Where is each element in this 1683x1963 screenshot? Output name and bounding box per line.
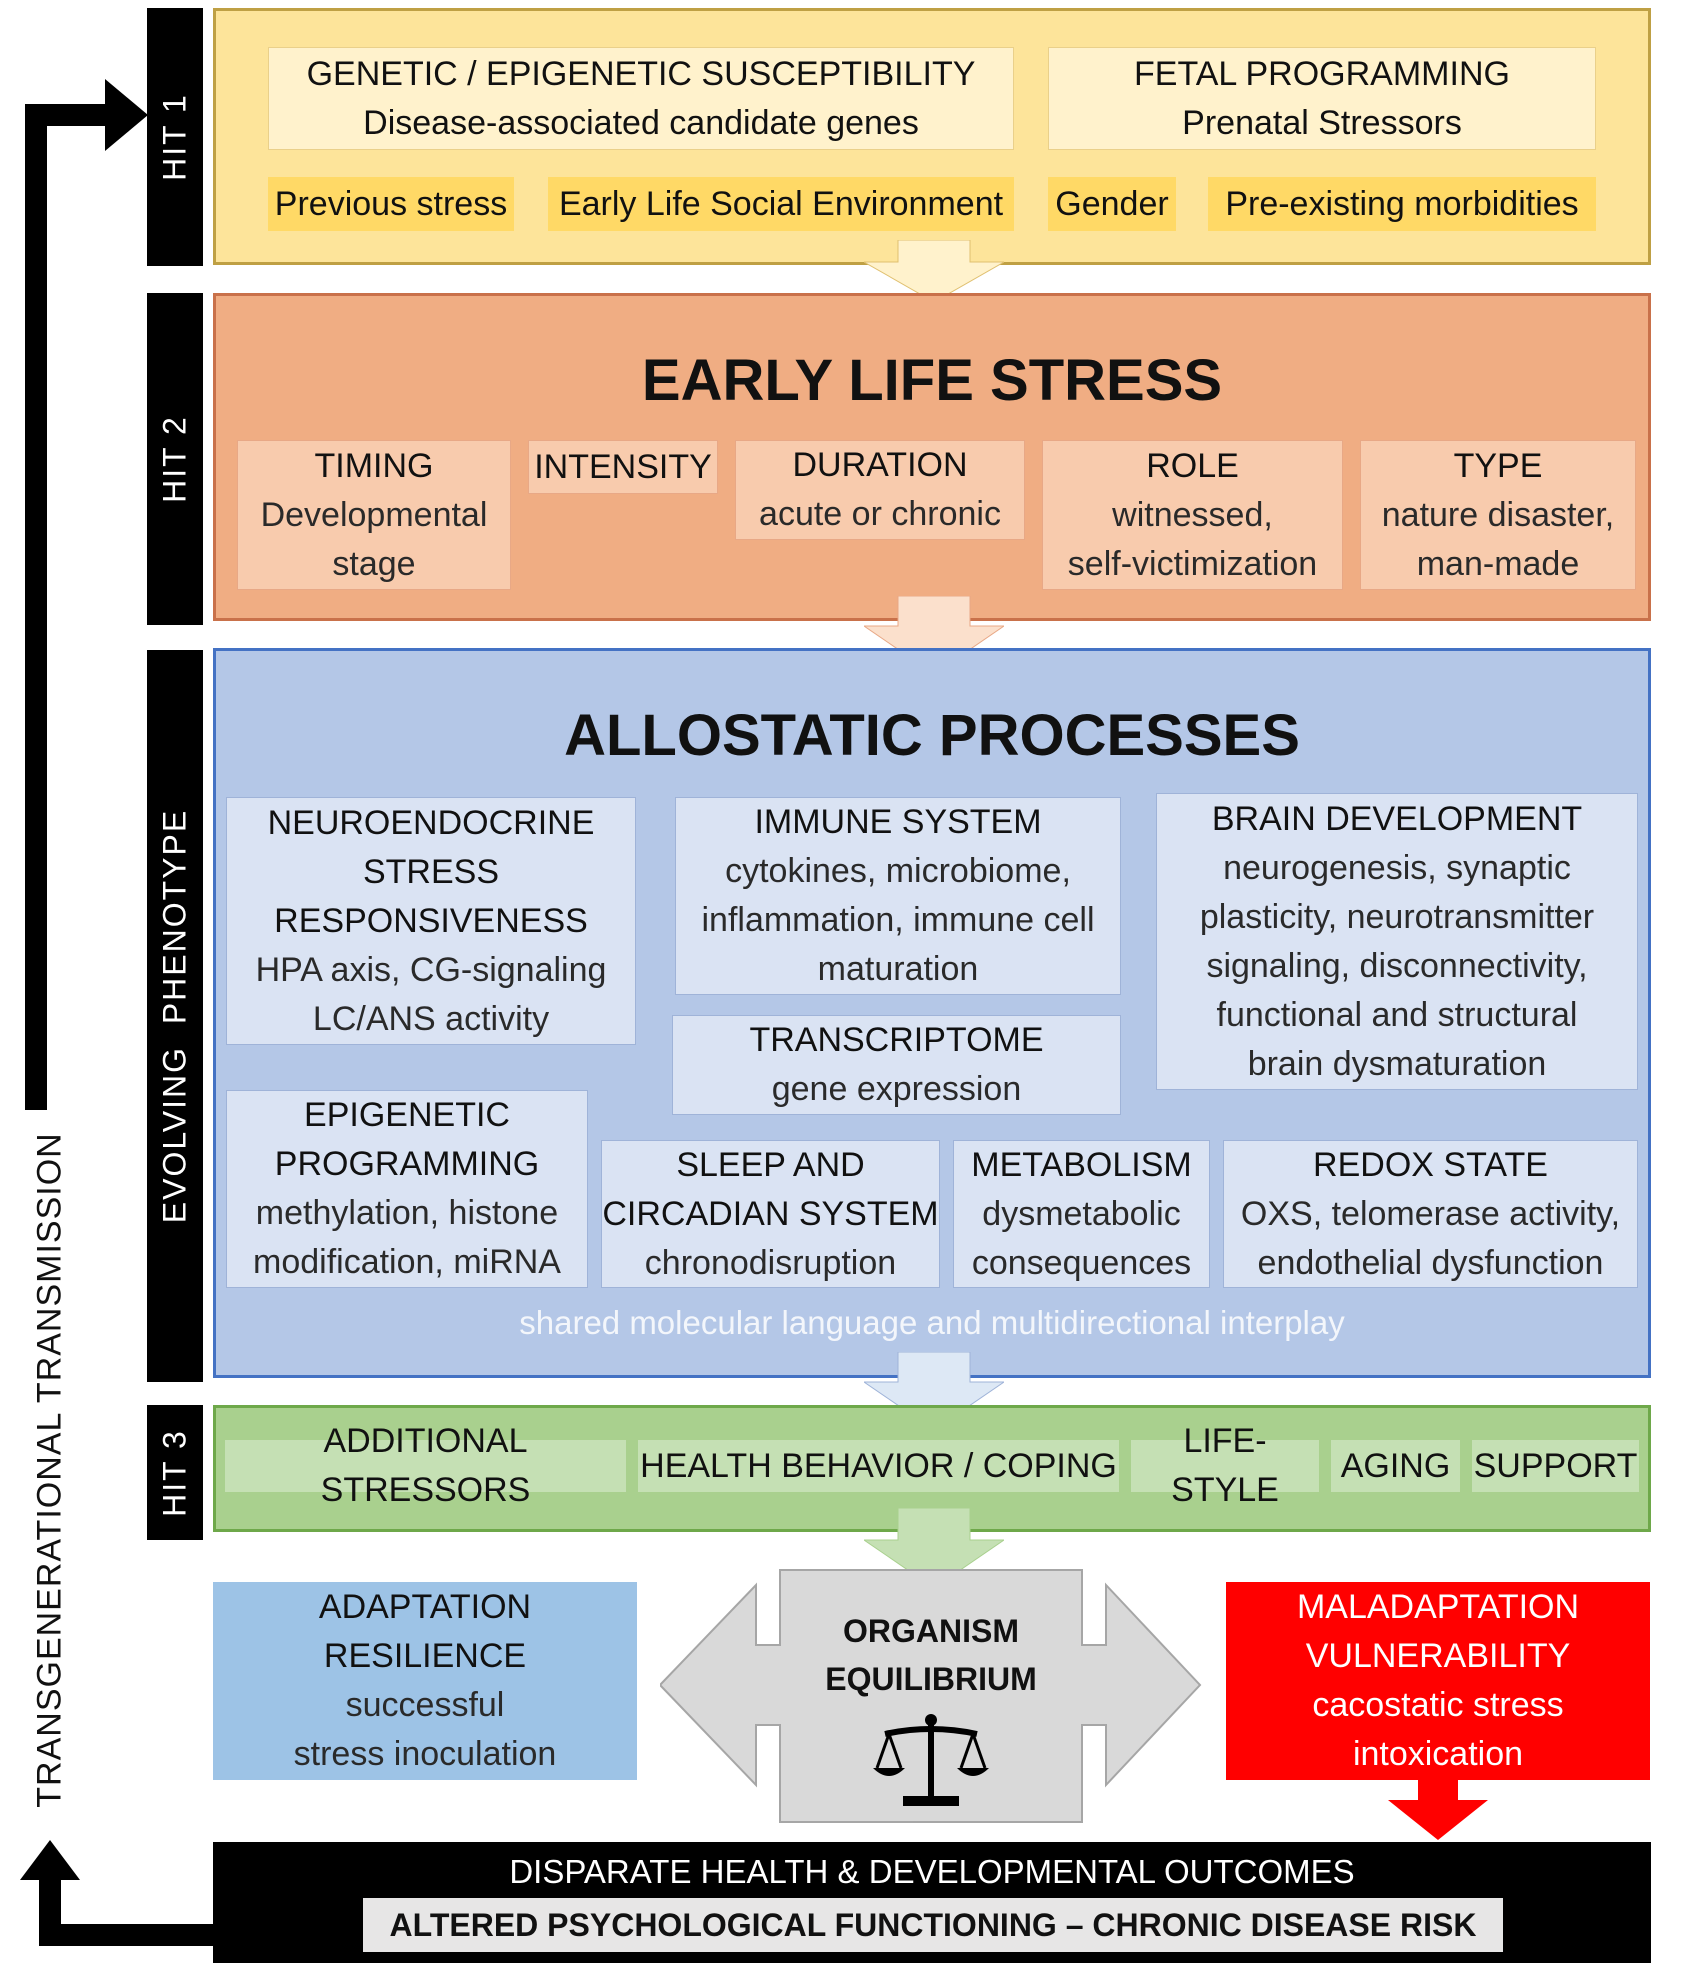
duration-box: DURATION acute or chronic: [735, 440, 1025, 540]
tag-early-life-social: Early Life Social Environment: [548, 177, 1014, 231]
maladaptation-box: MALADAPTATION VULNERABILITY cacostatic s…: [1226, 1582, 1650, 1780]
maladaptation-l3: cacostatic stress: [1312, 1686, 1564, 1724]
equilibrium-double-arrow: [660, 1569, 1202, 1823]
metabolism-l3: consequences: [971, 1243, 1192, 1282]
epigenetic-l3: methylation, histone: [255, 1194, 559, 1232]
redox-state-box: REDOX STATE OXS, telomerase activity, en…: [1223, 1140, 1638, 1288]
maladaptation-l2: VULNERABILITY: [1305, 1637, 1571, 1675]
metabolism-l1: METABOLISM: [971, 1145, 1192, 1184]
neuro-l1: NEUROENDOCRINE: [267, 803, 595, 842]
neuro-l5: LC/ANS activity: [312, 999, 550, 1038]
adaptation-l2: RESILIENCE: [323, 1637, 527, 1675]
hit1-bar: HIT 1: [147, 8, 203, 266]
balance-scale-icon: [873, 1714, 989, 1806]
epigenetic-l2: PROGRAMMING: [274, 1145, 540, 1183]
altered-functioning-box: ALTERED PSYCHOLOGICAL FUNCTIONING – CHRO…: [363, 1898, 1503, 1952]
immune-system-box: IMMUNE SYSTEM cytokines, microbiome, inf…: [675, 797, 1121, 995]
fetal-title: FETAL PROGRAMMING: [1134, 54, 1510, 93]
redox-l2: OXS, telomerase activity,: [1240, 1194, 1621, 1233]
role-title: ROLE: [1146, 446, 1239, 485]
timing-box: TIMING Developmental stage: [237, 440, 511, 590]
redox-l3: endothelial dysfunction: [1257, 1243, 1604, 1282]
allostatic-footer: shared molecular language and multidirec…: [519, 1303, 1345, 1341]
tag-additional-stressors: ADDITIONAL STRESSORS: [225, 1422, 626, 1509]
arrow-hit1-to-hit2: [864, 240, 1004, 303]
tag-support: SUPPORT: [1472, 1440, 1639, 1492]
tag-aging: AGING: [1331, 1440, 1460, 1492]
tag-health-behavior: HEALTH BEHAVIOR / COPING: [638, 1440, 1119, 1492]
role-box: ROLE witnessed, self-victimization: [1042, 440, 1343, 590]
hit2-bar: HIT 2: [147, 293, 203, 625]
intensity-title: INTENSITY: [534, 447, 712, 486]
sleep-circadian-box: SLEEP AND CIRCADIAN SYSTEM chronodisrupt…: [601, 1140, 940, 1288]
timing-sub2: stage: [332, 544, 416, 583]
tag-previous-stress: Previous stress: [268, 177, 514, 231]
brain-development-box: BRAIN DEVELOPMENT neurogenesis, synaptic…: [1156, 793, 1638, 1090]
equilibrium-l2: EQUILIBRIUM: [825, 1661, 1037, 1697]
tag-pre-existing: Pre-existing morbidities: [1208, 177, 1596, 231]
transcriptome-box: TRANSCRIPTOME gene expression: [672, 1015, 1121, 1115]
metabolism-box: METABOLISM dysmetabolic consequences: [953, 1140, 1210, 1288]
fetal-programming-box: FETAL PROGRAMMING Prenatal Stressors: [1048, 47, 1596, 150]
redox-l1: REDOX STATE: [1313, 1145, 1548, 1184]
genetic-title: GENETIC / EPIGENETIC SUSCEPTIBILITY: [306, 54, 976, 93]
immune-l2: cytokines, microbiome,: [725, 852, 1071, 890]
adaptation-l1: ADAPTATION: [318, 1588, 532, 1626]
sleep-l2: CIRCADIAN SYSTEM: [602, 1194, 939, 1233]
neuro-l3: RESPONSIVENESS: [274, 901, 588, 940]
role-sub2: self-victimization: [1067, 544, 1318, 583]
type-sub2: man-made: [1416, 544, 1580, 583]
timing-sub1: Developmental: [260, 495, 488, 534]
metabolism-l2: dysmetabolic: [982, 1194, 1181, 1233]
genetic-susceptibility-box: GENETIC / EPIGENETIC SUSCEPTIBILITY Dise…: [268, 47, 1014, 150]
brain-l3: plasticity, neurotransmitter: [1199, 897, 1595, 936]
allostatic-title: ALLOSTATIC PROCESSES: [564, 703, 1300, 768]
epigenetic-l1: EPIGENETIC: [304, 1096, 510, 1134]
transcriptome-l1: TRANSCRIPTOME: [749, 1021, 1044, 1059]
neuro-l4: HPA axis, CG-signaling: [255, 950, 607, 989]
brain-l6: brain dysmaturation: [1247, 1044, 1547, 1083]
altered-functioning-label: ALTERED PSYCHOLOGICAL FUNCTIONING – CHRO…: [389, 1907, 1477, 1943]
fetal-sub: Prenatal Stressors: [1182, 103, 1462, 142]
early-life-stress-title: EARLY LIFE STRESS: [641, 348, 1223, 413]
transcriptome-l2: gene expression: [771, 1070, 1022, 1108]
transgenerational-loop-arrow: [20, 79, 230, 1946]
brain-l4: signaling, disconnectivity,: [1206, 946, 1588, 985]
duration-title: DURATION: [792, 446, 968, 484]
epigenetic-programming-box: EPIGENETIC PROGRAMMING methylation, hist…: [226, 1090, 588, 1288]
brain-l1: BRAIN DEVELOPMENT: [1211, 799, 1583, 838]
type-box: TYPE nature disaster, man-made: [1360, 440, 1636, 590]
immune-l3: inflammation, immune cell: [701, 901, 1095, 939]
adaptation-l4: stress inoculation: [293, 1735, 557, 1773]
sleep-l1: SLEEP AND: [676, 1145, 865, 1184]
role-sub1: witnessed,: [1112, 495, 1273, 534]
sleep-l3: chronodisruption: [644, 1243, 897, 1282]
arrow-hit3-to-equilibrium: [864, 1508, 1004, 1589]
timing-title: TIMING: [314, 446, 434, 485]
disparate-outcomes-label: DISPARATE HEALTH & DEVELOPMENTAL OUTCOME…: [509, 1852, 1355, 1890]
tag-life-style: LIFE-STYLE: [1131, 1422, 1319, 1509]
maladaptation-l1: MALADAPTATION: [1296, 1588, 1580, 1626]
epigenetic-l4: modification, miRNA: [253, 1243, 561, 1281]
intensity-box: INTENSITY: [528, 440, 718, 494]
type-sub1: nature disaster,: [1381, 495, 1615, 534]
hit3-bar: HIT 3: [147, 1405, 203, 1540]
adaptation-box: ADAPTATION RESILIENCE successful stress …: [213, 1582, 637, 1780]
adaptation-l3: successful: [345, 1686, 505, 1724]
duration-sub1: acute or chronic: [759, 495, 1001, 533]
brain-l2: neurogenesis, synaptic: [1223, 848, 1571, 887]
neuroendocrine-box: NEUROENDOCRINE STRESS RESPONSIVENESS HPA…: [226, 797, 636, 1045]
tag-gender: Gender: [1048, 177, 1176, 231]
genetic-sub: Disease-associated candidate genes: [363, 103, 919, 142]
equilibrium-l1: ORGANISM: [843, 1613, 1019, 1649]
immune-l4: maturation: [817, 950, 979, 988]
phenotype-bar: EVOLVING PHENOTYPE: [147, 650, 203, 1382]
brain-l5: functional and structural: [1216, 995, 1578, 1034]
immune-l1: IMMUNE SYSTEM: [754, 803, 1042, 841]
neuro-l2: STRESS: [362, 852, 500, 891]
type-title: TYPE: [1453, 446, 1543, 485]
equilibrium-label: ORGANISM EQUILIBRIUM: [780, 1600, 1082, 1710]
maladaptation-l4: intoxication: [1352, 1735, 1524, 1773]
red-arrow-down: [1388, 1778, 1488, 1840]
